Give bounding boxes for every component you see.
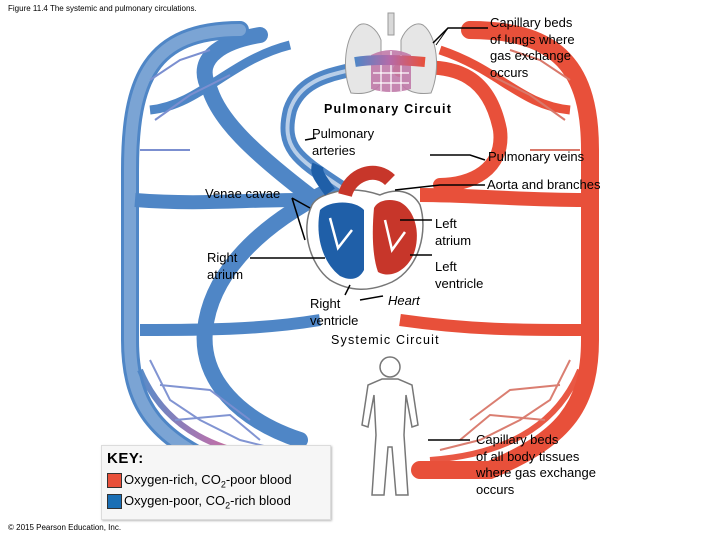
label-body-capillaries: Capillary beds of all body tissues where…	[476, 432, 596, 497]
pointer-aorta	[394, 184, 485, 191]
body-capillaries-right	[429, 359, 583, 463]
left-mid-branch	[134, 193, 301, 210]
label-heart: Heart	[388, 293, 420, 308]
pointer-right-ventricle	[344, 284, 351, 296]
legend-key: KEY: Oxygen-rich, CO2-poor blood Oxygen-…	[101, 445, 331, 520]
heart-graphic	[306, 162, 424, 290]
key-oxygen-poor: Oxygen-poor, CO2-rich blood	[124, 493, 291, 511]
lung-capillary-connector	[354, 55, 426, 67]
label-lung-capillaries: Capillary beds of lungs where gas exchan…	[490, 15, 575, 80]
venous-main-left	[121, 21, 309, 479]
label-left-ventricle: Left ventricle	[435, 259, 484, 291]
lower-right-branch	[399, 314, 586, 336]
arterial-main-right	[411, 21, 599, 479]
label-venae-cavae: Venae cavae	[205, 186, 281, 201]
label-left-atrium: Left atrium	[435, 216, 472, 248]
label-aorta: Aorta and branches	[487, 177, 601, 192]
pointer-pulmonary-arteries	[304, 137, 317, 141]
figure-caption: Figure 11.4 The systemic and pulmonary c…	[8, 4, 197, 13]
key-title: KEY:	[107, 450, 144, 467]
pointer-heart	[359, 295, 384, 301]
label-pulmonary-veins: Pulmonary veins	[488, 149, 585, 164]
venous-main-left-inner	[124, 24, 306, 476]
copyright: © 2015 Pearson Education, Inc.	[8, 523, 122, 532]
pointer-venae-cavae	[291, 197, 311, 241]
pointer-pulmonary-veins	[430, 154, 486, 161]
label-right-ventricle: Right ventricle	[310, 296, 359, 328]
swatch-oxygen-poor	[107, 494, 122, 509]
label-systemic-circuit: Systemic Circuit	[331, 333, 440, 347]
arterial-upper-loop	[393, 60, 508, 192]
swatch-oxygen-rich	[107, 473, 122, 488]
pointer-lung2	[435, 27, 449, 46]
label-right-atrium: Right atrium	[207, 250, 244, 282]
lungs	[345, 12, 437, 94]
lower-left-branch	[139, 314, 321, 336]
upper-capillaries-right	[489, 49, 580, 151]
right-mid-branch	[419, 188, 586, 207]
right-upper-branch	[438, 45, 571, 115]
label-pulmonary-circuit: Pulmonary Circuit	[324, 102, 453, 116]
key-oxygen-rich: Oxygen-rich, CO2-poor blood	[124, 472, 292, 490]
body-figure	[361, 356, 419, 496]
upper-capillaries-left	[140, 49, 231, 151]
label-pulmonary-arteries: Pulmonary arteries	[312, 126, 375, 158]
